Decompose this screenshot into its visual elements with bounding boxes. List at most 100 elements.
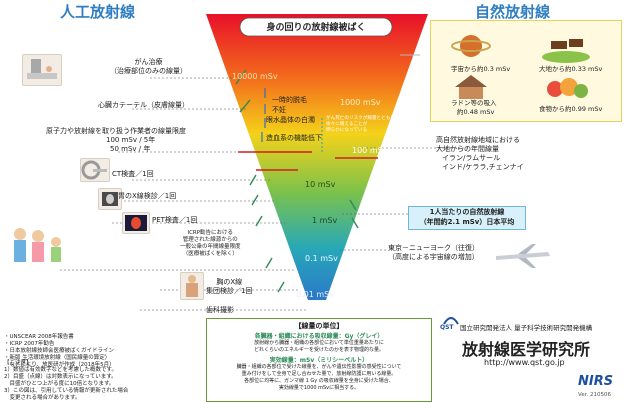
- note-title: 【ご注意】: [4, 360, 32, 366]
- gy-line: どれくらいのエネルギーを受けたのかを表す物理的な量。: [253, 346, 384, 353]
- sv-title: 実効線量：mSv（ミリシーベルト）: [269, 357, 369, 364]
- natural-sources-box: 宇宙から約0.3 mSv 大地から約0.33 mSv ラドン等の吸入 約0.48…: [430, 20, 622, 122]
- cosmic-dose-label: 宇宙から約0.3 mSv: [451, 65, 511, 73]
- artificial-radiation-header: 人工放射線: [60, 3, 136, 21]
- worker-limit-5yr: 100 mSv / 5年: [106, 136, 156, 144]
- per-person-title: 1人当たりの自然放射線: [429, 208, 505, 216]
- high-bg-iran: イラン/ラムサール: [442, 154, 501, 162]
- effect-hair-loss: 一時的脱毛: [272, 96, 307, 104]
- sv-note-line: 実効線量で1000 mSvに相当する。: [278, 384, 360, 391]
- effect-cataract: 眼水晶体の白濁: [266, 116, 315, 124]
- cancer-therapy-title: がん治療: [134, 58, 163, 66]
- dose-0.01: 0.01 mSv: [296, 290, 334, 299]
- flight-sub: （高度による宇宙線の増加）: [388, 253, 479, 261]
- chest-xray-label: 胸のX線 集団検診／1回: [206, 278, 252, 296]
- chest-xray-title: 胸のX線: [216, 278, 243, 286]
- org-name: 国立研究開発法人 量子科学技術研究開発機構: [460, 324, 593, 332]
- right-guide-lines: [340, 147, 470, 251]
- dose-10: 10 mSv: [305, 180, 336, 189]
- flight-title: 東京－ニューヨーク（往復）: [388, 244, 479, 252]
- per-person-value: （年間約2.1 mSv）日本平均: [419, 218, 515, 226]
- ct-scanner-icon: [80, 158, 110, 182]
- gy-title: 各臓器・組織における吸収線量：Gy（グレイ）: [254, 333, 384, 340]
- cancer-note-line: がん死亡のリスクが線量とともに: [326, 116, 395, 121]
- qst-logo-icon: [443, 317, 459, 325]
- dose-100: 100 mSv: [352, 146, 388, 155]
- icrp-public-limit-label: ICRP勧告における 管理された線源からの 一般公衆の年間線量限度 （医療被ばく…: [180, 230, 241, 258]
- dose-10000: 10000 mSv: [232, 72, 278, 81]
- high-bg-title: 高自然放射線地域における: [436, 136, 520, 144]
- effect-arrows: [261, 88, 266, 142]
- cancer-therapy-sub: （治療部位のみの線量）: [110, 67, 187, 75]
- dental-xray-label: 歯科撮影: [206, 306, 234, 314]
- dose-1: 1 mSv: [312, 216, 338, 225]
- cancer-note-line: 徐々に増えることが: [326, 122, 368, 127]
- food-dose-label: 食物から約0.99 mSv: [539, 105, 603, 113]
- chest-xray-icon: [180, 272, 204, 300]
- source-line: ・新版 生活環境放射線（国民線量の算定）: [4, 355, 111, 361]
- icrp-line: 一般公衆の年間線量限度: [180, 244, 241, 250]
- high-bg-sub: 大地からの年間線量: [436, 145, 499, 153]
- natural-radiation-header: 自然放射線: [475, 3, 551, 21]
- stomach-xray-label: 胃のX線検診／1回: [118, 192, 177, 200]
- earth-dose-label: 大地から約0.33 mSv: [539, 65, 603, 73]
- dose-1000: 1000 mSv: [340, 98, 381, 107]
- chest-xray-sub: 集団検診／1回: [206, 287, 253, 295]
- cosmic-planet-icon: [451, 35, 491, 57]
- per-person-natural-box: 1人当たりの自然放射線 （年間約2.1 mSv）日本平均: [408, 206, 526, 230]
- radon-dose-label: ラドン等の吸入 約0.48 mSv: [451, 99, 497, 117]
- gy-line: 放射線から臓器・組織の各部位において単位重量あたりに: [254, 340, 384, 346]
- dose-0.1: 0.1 mSv: [305, 254, 338, 263]
- cancer-note-line: 明らかになっている: [326, 128, 368, 133]
- cancer-therapy-label: がん治療 （治療部位のみの線量）: [110, 58, 187, 76]
- dose-unit-box: 【線量の単位】 各臓器・組織における吸収線量：Gy（グレイ） 放射線から臓器・組…: [206, 318, 432, 402]
- radon-house-icon: [455, 75, 487, 99]
- note-line: 目盛がひとつ上がる度に10倍となります。: [4, 381, 115, 387]
- unit-box-title: 【線量の単位】: [294, 322, 344, 330]
- sv-text: 臓器・組織の各部位で受けた線量を、がんや遺伝性影響の感受性について 重み付けをし…: [207, 364, 431, 377]
- chart-title: 身の回りの放射線被ばく: [266, 23, 366, 33]
- worker-limit-label: 原子力や放射線を取り扱う作業者の線量限度 100 mSv / 5年 50 mSv…: [46, 127, 186, 154]
- worker-limit-title: 原子力や放射線を取り扱う作業者の線量限度: [46, 127, 186, 135]
- source-line: ・UNSCEAR 2008年報告書: [4, 334, 74, 340]
- therapy-machine-icon: [22, 54, 62, 86]
- flight-dose-label: 東京－ニューヨーク（往復） （高度による宇宙線の増加）: [388, 244, 479, 262]
- icrp-line: 管理された線源からの: [182, 237, 238, 243]
- effect-infertility: 不妊: [272, 106, 286, 114]
- pet-scanner-icon: [122, 212, 150, 234]
- high-bg-india: インド/ケララ,チェンナイ: [442, 163, 524, 171]
- high-background-label: 高自然放射線地域における 大地からの年間線量 イラン/ラムサール インド/ケララ…: [436, 136, 524, 172]
- sources-list: ・UNSCEAR 2008年報告書 ・ICRP 2007年勧告 ・日本放射線技師…: [4, 334, 115, 369]
- effect-hematopoietic: 造血系の機能低下: [266, 134, 322, 142]
- stomach-xray-icon: [98, 188, 122, 210]
- pet-label: PET検査／1回: [152, 216, 198, 224]
- earth-horses-icon: [542, 39, 590, 63]
- note-line: 3）この図は、引用している情報が更新された場合: [4, 388, 129, 394]
- cardiac-catheter-label: 心臓カテーテル（皮膚線量）: [98, 101, 189, 109]
- title-box: [239, 17, 393, 37]
- radon-value: 約0.48 mSv: [457, 108, 495, 116]
- note-line: 2）目盛（点線）は対数表示になっています。: [4, 374, 117, 380]
- gy-text: 放射線から臓器・組織の各部位において単位重量あたりに どれくらいのエネルギーを受…: [207, 340, 431, 353]
- family-icon: [8, 226, 70, 266]
- sv-line: 重み付けをして全身で足し合わせた量で、放射線防護に用いる線量。: [241, 370, 397, 377]
- icrp-line: （医療被ばくを除く）: [182, 251, 238, 257]
- source-line: などにより、放医研が作成（2018年5月）: [4, 362, 115, 368]
- airplane-icon: [496, 244, 550, 268]
- green-markers: [235, 69, 359, 293]
- icrp-line: ICRP勧告における: [187, 230, 234, 236]
- institute-name: 放射線医学研究所: [462, 340, 591, 359]
- sv-note: 各部位に均等に、ガンマ線 1 Gy の吸収線量を全身に受けた場合、 実効線量で1…: [207, 378, 431, 391]
- worker-limit-yr: 50 mSv / 年: [110, 145, 151, 153]
- org-url[interactable]: http://www.qst.go.jp: [484, 358, 565, 367]
- food-fruit-icon: [547, 78, 588, 98]
- note-line: 変更される場合があります。: [4, 395, 81, 401]
- notes-list: 【ご注意】 1）数値は有効数字などを考慮した概数です。 2）目盛（点線）は対数表…: [4, 360, 128, 402]
- cancer-risk-note: がん死亡のリスクが線量とともに 徐々に増えることが 明らかになっている: [326, 116, 395, 134]
- source-line: ・ICRP 2007年勧告: [4, 341, 55, 347]
- sv-note-line: 各部位に均等に、ガンマ線 1 Gy の吸収線量を全身に受けた場合、: [244, 378, 394, 384]
- nirs-logo: NIRS: [578, 374, 614, 389]
- source-line: ・日本放射線技師会医療被ばくガイドライン: [4, 348, 115, 354]
- note-line: 1）数値は有効数字などを考慮した概数です。: [4, 367, 117, 373]
